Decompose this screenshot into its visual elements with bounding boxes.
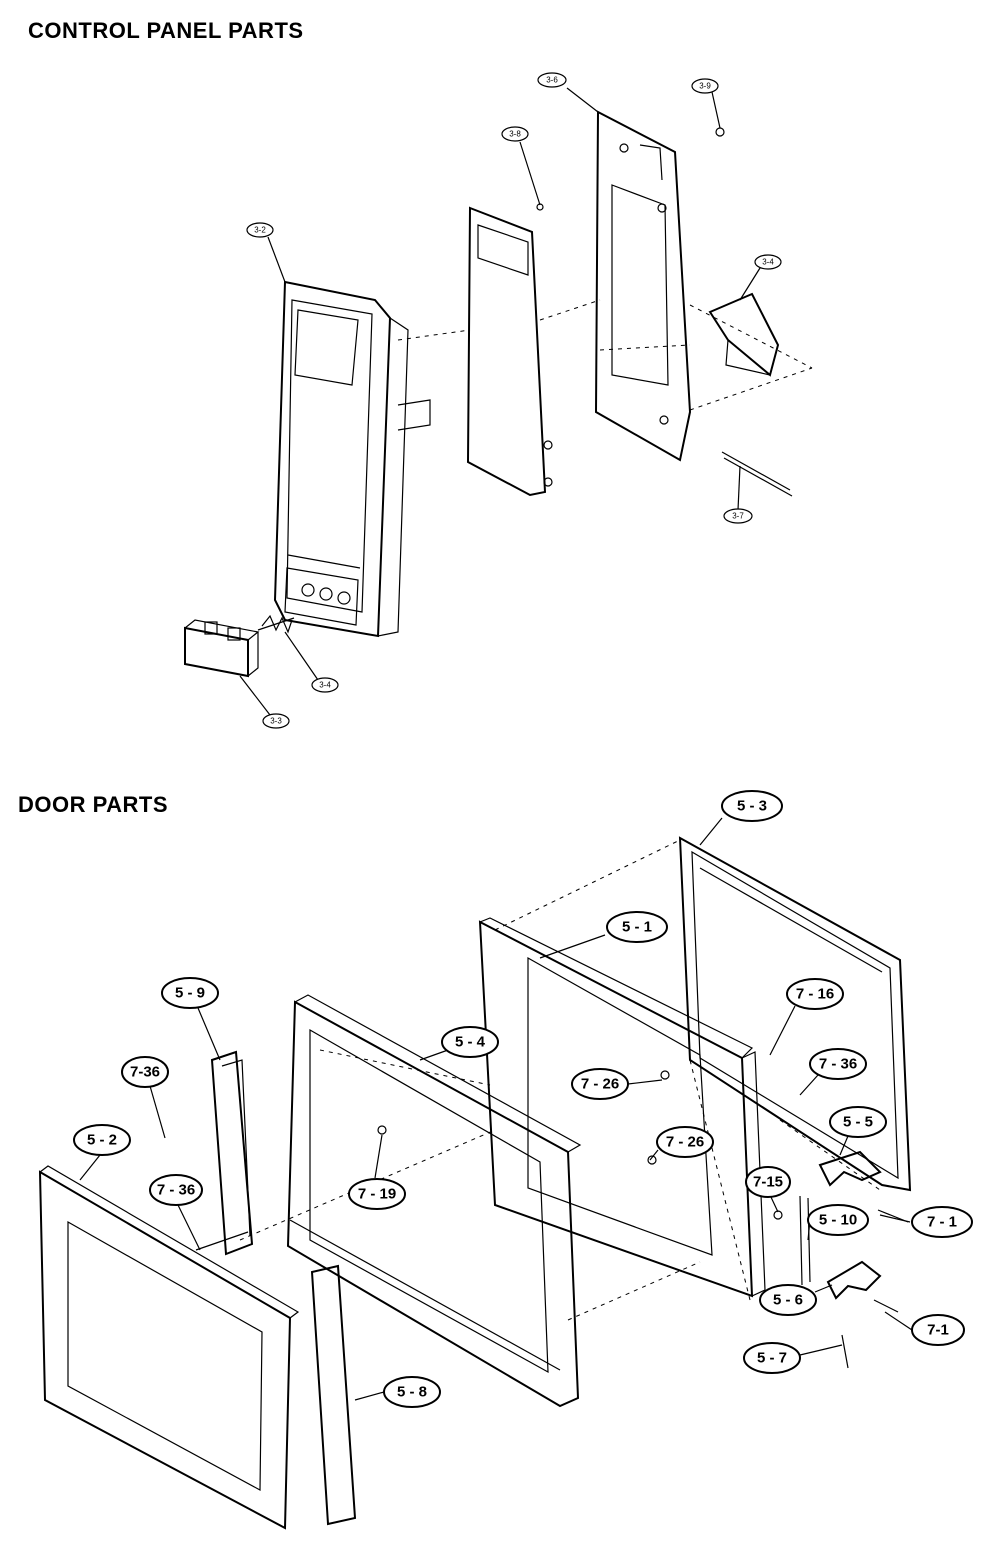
door-part-5-4: [286, 994, 582, 1408]
side-bracket: [708, 292, 780, 377]
svg-text:7-15: 7-15: [753, 1174, 783, 1191]
callout-5-1: 5 - 1: [539, 911, 668, 959]
svg-text:7-1: 7-1: [927, 1322, 949, 1339]
control-circuit-board: [466, 203, 553, 497]
callout-5-10: 5 - 10: [807, 1204, 869, 1241]
callout-3-7: 3-7: [723, 465, 753, 524]
callout-5-7: 5 - 7: [743, 1342, 843, 1374]
callout-3-4-spring: 3-4: [284, 631, 339, 693]
callout-7-15: 7-15: [745, 1166, 791, 1213]
spring-part: [257, 614, 295, 634]
svg-text:5 - 7: 5 - 7: [757, 1350, 787, 1367]
control-panel-parts-title: CONTROL PANEL PARTS: [28, 18, 304, 43]
callout-3-4-bracket: 3-4: [739, 254, 782, 301]
svg-text:5 - 3: 5 - 3: [737, 798, 767, 815]
svg-text:3-4: 3-4: [319, 681, 331, 690]
door-parts-title: DOOR PARTS: [18, 792, 169, 817]
svg-text:7 - 36: 7 - 36: [157, 1182, 195, 1199]
callout-7-26-a: 7 - 26: [571, 1068, 663, 1100]
svg-text:3-6: 3-6: [546, 76, 558, 85]
callout-7-36-lower: 7 - 36: [149, 1174, 203, 1251]
svg-text:5 - 10: 5 - 10: [819, 1212, 857, 1229]
svg-text:5 - 9: 5 - 9: [175, 985, 205, 1002]
callout-5-5: 5 - 5: [829, 1106, 887, 1156]
svg-text:7 - 16: 7 - 16: [796, 986, 834, 1003]
callout-5-3: 5 - 3: [699, 790, 783, 846]
callout-3-2: 3-2: [246, 222, 286, 283]
push-button-part: [184, 619, 260, 678]
callout-3-9: 3-9: [691, 78, 721, 129]
callout-3-8: 3-8: [501, 126, 541, 206]
svg-text:7-36: 7-36: [130, 1064, 160, 1081]
svg-text:7 - 26: 7 - 26: [581, 1076, 619, 1093]
svg-text:7 - 19: 7 - 19: [358, 1186, 396, 1203]
rod-part: [721, 451, 793, 497]
callout-5-9: 5 - 9: [161, 977, 221, 1061]
svg-text:5 - 6: 5 - 6: [773, 1292, 803, 1309]
control-panel-front: [273, 280, 431, 638]
callout-7-36-left: 7-36: [121, 1056, 169, 1139]
door-part-5-8: [310, 1264, 357, 1526]
callout-7-1-lower: 7-1: [884, 1311, 965, 1346]
callout-5-4: 5 - 4: [419, 1026, 499, 1061]
svg-text:3-7: 3-7: [732, 512, 744, 521]
svg-text:3-9: 3-9: [699, 82, 711, 91]
svg-text:5 - 4: 5 - 4: [455, 1034, 486, 1051]
svg-text:3-4: 3-4: [762, 258, 774, 267]
svg-text:3-8: 3-8: [509, 130, 521, 139]
svg-text:7 - 36: 7 - 36: [819, 1056, 857, 1073]
svg-text:5 - 1: 5 - 1: [622, 919, 652, 936]
callout-3-6: 3-6: [537, 72, 599, 113]
callout-3-3: 3-3: [239, 675, 290, 729]
svg-text:3-3: 3-3: [270, 717, 282, 726]
callout-7-26-b: 7 - 26: [649, 1126, 714, 1161]
svg-text:7 - 1: 7 - 1: [927, 1214, 957, 1231]
door-part-5-1: [478, 917, 783, 1298]
svg-text:5 - 8: 5 - 8: [397, 1384, 427, 1401]
door-part-5-2: [38, 1165, 300, 1530]
svg-text:7 - 26: 7 - 26: [666, 1134, 704, 1151]
door-part-5-9: [195, 1050, 254, 1256]
door-part-5-3: [678, 836, 912, 1192]
callout-5-8: 5 - 8: [354, 1376, 441, 1408]
svg-text:5 - 5: 5 - 5: [843, 1114, 873, 1131]
svg-text:5 - 2: 5 - 2: [87, 1132, 117, 1149]
control-rear-bracket: [594, 110, 725, 462]
callout-5-6: 5 - 6: [759, 1284, 833, 1316]
svg-text:3-2: 3-2: [254, 226, 266, 235]
callout-5-2: 5 - 2: [73, 1124, 131, 1181]
door-latch-hooks: [799, 1150, 909, 1369]
callout-7-16: 7 - 16: [769, 978, 844, 1056]
callout-7-36-right: 7 - 36: [799, 1048, 867, 1096]
callout-7-1: 7 - 1: [879, 1206, 973, 1238]
callout-7-19: 7 - 19: [348, 1134, 406, 1210]
